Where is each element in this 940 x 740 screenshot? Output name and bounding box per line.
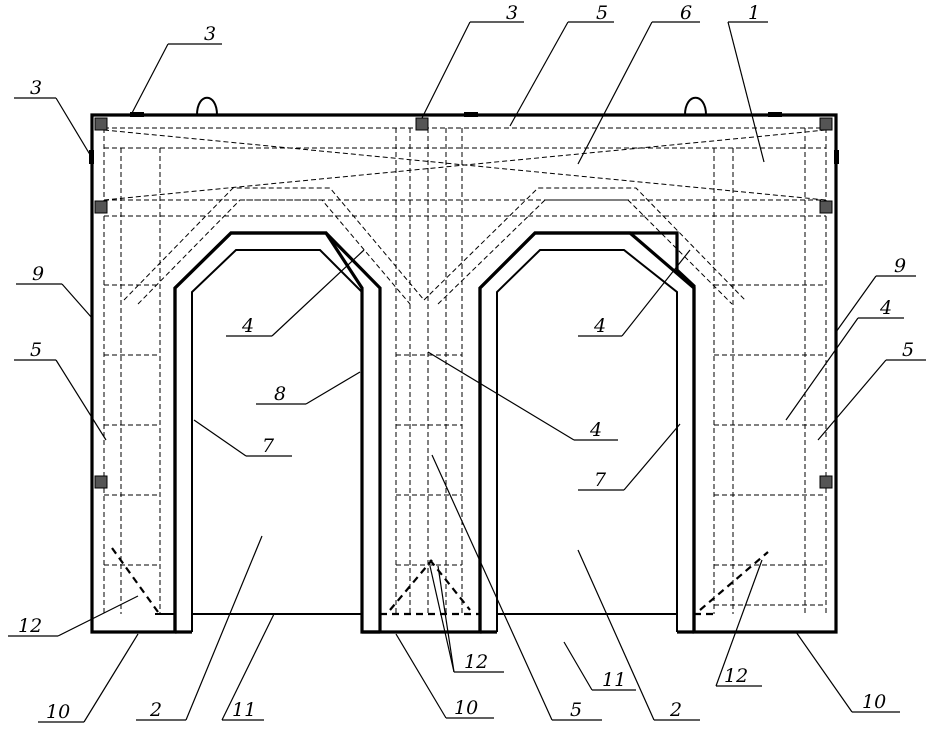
label-10c: 10 — [862, 691, 886, 713]
label-4c: 4 — [589, 419, 602, 441]
label-2a: 2 — [149, 699, 162, 721]
leader-lines — [8, 21, 926, 723]
label-12b: 12 — [464, 651, 488, 673]
label-12c: 12 — [724, 665, 748, 687]
label-9b: 9 — [894, 255, 906, 277]
label-5b: 5 — [30, 339, 42, 361]
callout-labels: 3 3 3 5 6 1 9 9 4 4 4 4 5 5 8 7 7 2 2 12… — [18, 2, 914, 723]
label-11b: 11 — [602, 669, 626, 691]
label-5d: 5 — [570, 699, 582, 721]
label-2b: 2 — [669, 699, 682, 721]
label-7a: 7 — [262, 435, 275, 457]
label-5a: 5 — [596, 2, 608, 24]
label-4b: 4 — [593, 315, 606, 337]
opening-frame-left — [173, 231, 382, 634]
embedded-plates — [89, 112, 839, 489]
label-4a: 4 — [241, 315, 254, 337]
label-12a: 12 — [18, 615, 42, 637]
label-5c: 5 — [902, 339, 914, 361]
label-3a: 3 — [204, 23, 216, 45]
label-10a: 10 — [46, 701, 70, 723]
reinforcement-dashed — [103, 127, 827, 614]
label-3b: 3 — [506, 2, 518, 24]
label-10b: 10 — [454, 697, 478, 719]
label-1: 1 — [748, 2, 760, 24]
label-3c: 3 — [30, 77, 42, 99]
label-9a: 9 — [32, 263, 44, 285]
label-8: 8 — [274, 383, 286, 405]
label-4d: 4 — [879, 297, 892, 319]
label-11a: 11 — [232, 699, 256, 721]
diagonal-bars-12 — [111, 547, 769, 613]
label-7b: 7 — [594, 469, 607, 491]
lifting-loops — [196, 96, 707, 116]
opening-frame-right — [478, 231, 696, 634]
label-6: 6 — [680, 2, 692, 24]
